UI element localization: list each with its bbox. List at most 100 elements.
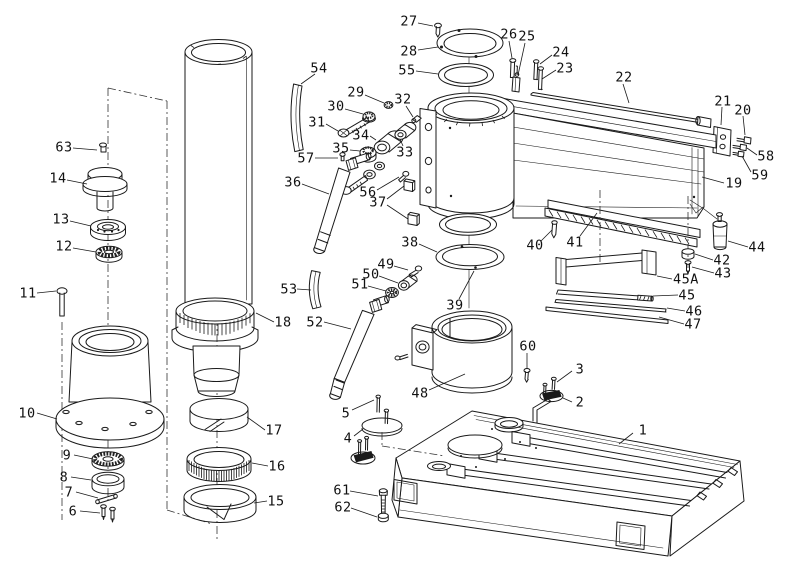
callout-leader-43 xyxy=(691,266,715,274)
callout-label-19: 19 xyxy=(725,176,742,192)
base-front-recess xyxy=(615,521,646,550)
part-49-screw xyxy=(408,265,423,278)
callout-leader-37 xyxy=(386,204,409,220)
part-31-bolt xyxy=(337,117,371,138)
callout-label-38: 38 xyxy=(401,235,418,251)
part-33-roller xyxy=(394,121,417,140)
callout-leader-30 xyxy=(344,108,364,115)
callout-label-4: 4 xyxy=(344,431,353,447)
callout-leader-51 xyxy=(367,285,387,292)
callout-label-49: 49 xyxy=(377,257,394,273)
callout-leader-35 xyxy=(349,149,361,152)
callout-label-23: 23 xyxy=(556,61,573,77)
arm-gib-strip xyxy=(547,199,701,238)
pivot-hardware-cluster xyxy=(290,83,422,254)
callout-label-43: 43 xyxy=(714,266,731,282)
callout-label-59: 59 xyxy=(751,168,768,184)
callout-leader-4 xyxy=(353,428,364,437)
part-17-ring xyxy=(189,398,249,432)
callout-label-1: 1 xyxy=(639,423,648,439)
callout-leader-38 xyxy=(418,243,438,253)
callout-label-35: 35 xyxy=(332,141,349,157)
callout-label-2: 2 xyxy=(576,395,585,411)
callout-leader-33 xyxy=(399,138,404,147)
column-spindle-taper xyxy=(192,345,241,397)
callout-leader-18 xyxy=(255,312,275,323)
part-40-screw xyxy=(551,220,558,239)
callout-leader-3 xyxy=(556,370,573,383)
callout-leader-27 xyxy=(417,22,434,27)
callout-leader-20 xyxy=(742,115,746,136)
callout-leader-47 xyxy=(658,316,685,325)
callout-label-9: 9 xyxy=(63,448,72,464)
callout-leader-8 xyxy=(70,476,92,481)
part-20-screw xyxy=(736,136,752,145)
part-46-strip xyxy=(554,299,667,313)
left-clamp-plate xyxy=(350,435,376,465)
part-47-wiper-sheet xyxy=(545,306,669,324)
callout-leader-5 xyxy=(351,399,375,411)
callouts: 1234567891011121314151617181920212223242… xyxy=(18,14,774,520)
callout-label-33: 33 xyxy=(396,145,413,161)
callout-label-29: 29 xyxy=(347,85,364,101)
callout-label-44: 44 xyxy=(748,240,765,256)
part-14-cap xyxy=(82,167,128,212)
callout-leader-23 xyxy=(541,69,557,80)
callout-leader-48 xyxy=(428,373,466,391)
leader-line-44 xyxy=(689,199,718,220)
sleeve-o-ring xyxy=(439,213,497,236)
callout-leader-10 xyxy=(36,412,58,420)
part-56-screw xyxy=(398,170,410,183)
part-11-bolt xyxy=(56,287,68,317)
callout-label-11: 11 xyxy=(19,286,36,302)
callout-leader-29 xyxy=(364,94,385,104)
part-15-split-ring xyxy=(183,484,257,523)
callout-leader-25 xyxy=(517,42,526,76)
callout-leader-7 xyxy=(75,491,99,499)
callout-label-30: 30 xyxy=(327,99,344,115)
callout-leader-24 xyxy=(539,54,553,65)
callout-label-47: 47 xyxy=(684,317,701,333)
part-22-rod xyxy=(530,92,712,128)
sleeve-body xyxy=(419,92,515,220)
part-50-bushing xyxy=(397,274,418,291)
callout-leader-21 xyxy=(720,106,723,126)
callout-leader-1 xyxy=(618,432,634,445)
callout-label-18: 18 xyxy=(274,315,291,331)
part-59-screw xyxy=(732,150,745,158)
callout-leader-63 xyxy=(72,147,98,151)
part-48-clamp-collar xyxy=(394,310,531,394)
part-21-end-bracket xyxy=(712,126,732,157)
part-3-screw xyxy=(542,376,557,395)
callout-label-27: 27 xyxy=(400,14,417,30)
part-2-clamp-plate xyxy=(532,389,564,424)
part-18-collar xyxy=(171,297,259,353)
part-60-screw xyxy=(523,368,531,383)
part-24-screw xyxy=(533,59,540,81)
part-57-screw xyxy=(339,152,346,162)
part-61-bolt xyxy=(378,488,388,516)
collar-lug-screw xyxy=(394,353,409,361)
callout-leader-36 xyxy=(301,183,330,195)
part-30-nut xyxy=(362,111,376,123)
base-front-chamfer xyxy=(399,509,664,549)
part-41-rack-strip xyxy=(544,207,698,248)
callout-label-62: 62 xyxy=(334,500,351,516)
part-53-wiper-strip xyxy=(308,270,322,310)
part-12-bearing xyxy=(95,245,123,263)
callout-leader-52 xyxy=(323,321,352,330)
part-58-screw xyxy=(732,143,747,152)
callout-label-63: 63 xyxy=(55,140,72,156)
part-8-cup xyxy=(91,471,125,495)
callout-label-6: 6 xyxy=(69,504,78,520)
callout-leader-22 xyxy=(622,83,630,104)
part-28-ring xyxy=(436,28,504,58)
part-16-toothed-ring xyxy=(186,447,252,482)
part-5-screws xyxy=(375,394,390,425)
callout-leader-28 xyxy=(417,46,439,51)
callout-label-45A: 45A xyxy=(673,272,699,288)
callout-leader-54 xyxy=(300,73,316,85)
part-45A-handle-bracket xyxy=(555,249,657,286)
callout-leader-14 xyxy=(66,179,88,185)
